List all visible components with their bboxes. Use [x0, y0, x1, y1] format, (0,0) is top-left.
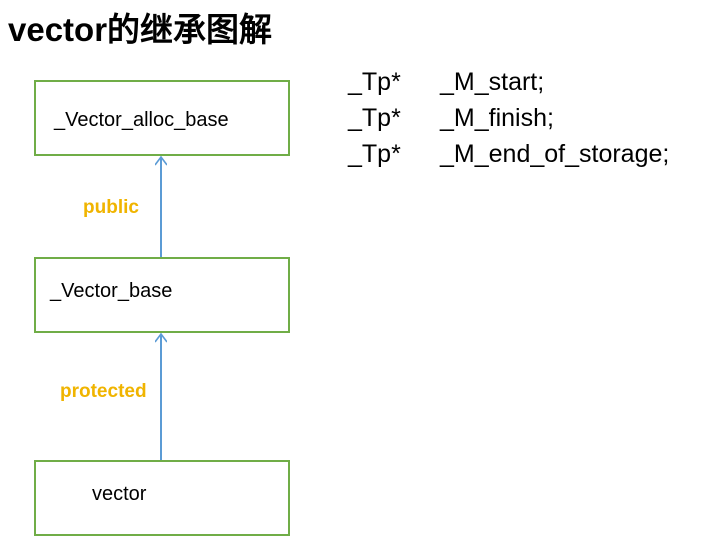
node-vector-base: _Vector_base — [34, 257, 290, 333]
node-label: _Vector_alloc_base — [54, 109, 229, 131]
edge-label-public: public — [83, 197, 139, 218]
node-vector-alloc-base: _Vector_alloc_base — [34, 80, 290, 156]
edge-label-protected: protected — [60, 381, 147, 402]
page-title: vector的继承图解 — [8, 11, 273, 48]
node-label: _Vector_base — [50, 280, 173, 302]
member-type: _Tp* — [348, 140, 401, 168]
node-vector: vector — [34, 460, 290, 536]
member-type: _Tp* — [348, 68, 401, 96]
member-type: _Tp* — [348, 104, 401, 132]
member-name: _M_end_of_storage; — [440, 140, 670, 168]
member-name: _M_start; — [440, 68, 545, 96]
node-label: vector — [92, 483, 147, 505]
member-name: _M_finish; — [440, 104, 554, 132]
